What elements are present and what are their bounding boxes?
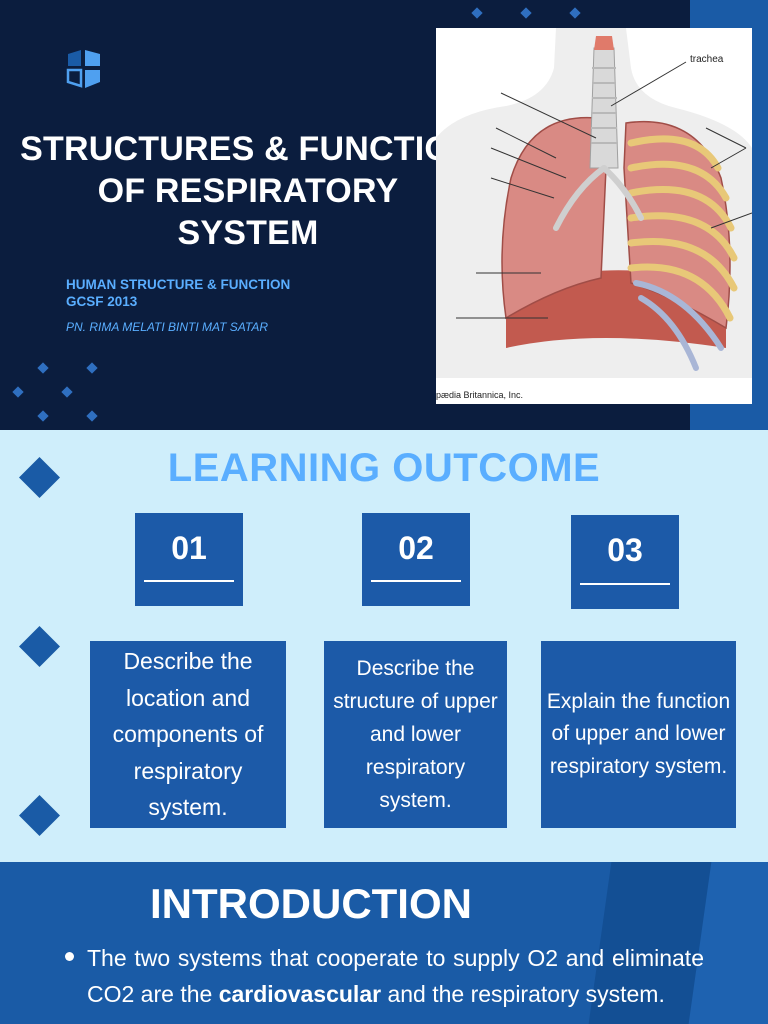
outcome-number-box: 01 <box>135 513 243 606</box>
outcome-description-box: Explain the function of upper and lower … <box>541 641 736 828</box>
decorative-diamond-icon <box>471 7 483 19</box>
paragraph-bold-term: cardiovascular <box>218 981 382 1007</box>
decorative-diamond-icon <box>569 7 581 19</box>
title-line: OF RESPIRATORY <box>97 172 399 210</box>
decorative-diamond-icon <box>86 362 98 374</box>
title-line: STRUCTURES & FUNCTION <box>20 130 476 168</box>
outcome-description: Describe the location and components of … <box>112 648 264 821</box>
logo-icon <box>66 50 100 88</box>
outcome-description: Describe the structure of upper and lowe… <box>333 657 498 812</box>
outcome-description-box: Describe the structure of upper and lowe… <box>324 641 507 828</box>
paragraph-text: The two systems that cooperate to supply… <box>87 945 704 1007</box>
image-credit: pædia Britannica, Inc. <box>436 390 524 400</box>
decorative-diamond-icon <box>61 386 73 398</box>
outcome-number: 01 <box>171 530 207 566</box>
decorative-diamond-icon <box>18 625 61 668</box>
course-subtitle: HUMAN STRUCTURE & FUNCTION GCSF 2013 <box>66 276 290 310</box>
lungs-diagram-icon <box>436 28 752 378</box>
respiratory-system-illustration: trachea pædia Britannica, Inc. <box>436 28 752 404</box>
introduction-section: INTRODUCTION The two systems that cooper… <box>0 862 768 1024</box>
author-name: PN. RIMA MELATI BINTI MAT SATAR <box>66 320 269 334</box>
outcome-number: 02 <box>398 530 434 566</box>
subtitle-line: GCSF 2013 <box>66 294 138 309</box>
page-title: STRUCTURES & FUNCTION OF RESPIRATORY SYS… <box>10 128 486 254</box>
decorative-diamond-icon <box>18 794 61 837</box>
bullet-icon <box>65 952 74 961</box>
divider <box>144 580 234 582</box>
decorative-diamond-icon <box>520 7 532 19</box>
paragraph-text: and the respiratory system. <box>381 981 665 1007</box>
outcome-number-box: 02 <box>362 513 470 606</box>
outcome-number: 03 <box>607 532 643 568</box>
divider <box>371 580 461 582</box>
outcome-number-box: 03 <box>571 515 679 609</box>
introduction-paragraph: The two systems that cooperate to supply… <box>87 940 704 1012</box>
decorative-diamond-icon <box>12 386 24 398</box>
subtitle-line: HUMAN STRUCTURE & FUNCTION <box>66 277 291 292</box>
decorative-diamond-icon <box>37 362 49 374</box>
title-line: SYSTEM <box>177 214 319 252</box>
divider <box>580 583 670 585</box>
decorative-diamond-icon <box>86 410 98 422</box>
trachea-label: trachea <box>690 54 724 65</box>
learning-outcome-heading: LEARNING OUTCOME <box>167 446 601 490</box>
decorative-diamond-icon <box>37 410 49 422</box>
outcome-description: Explain the function of upper and lower … <box>546 689 731 778</box>
hero-section: STRUCTURES & FUNCTION OF RESPIRATORY SYS… <box>0 0 768 430</box>
outcome-description-box: Describe the location and components of … <box>90 641 286 828</box>
introduction-heading: INTRODUCTION <box>150 880 472 927</box>
